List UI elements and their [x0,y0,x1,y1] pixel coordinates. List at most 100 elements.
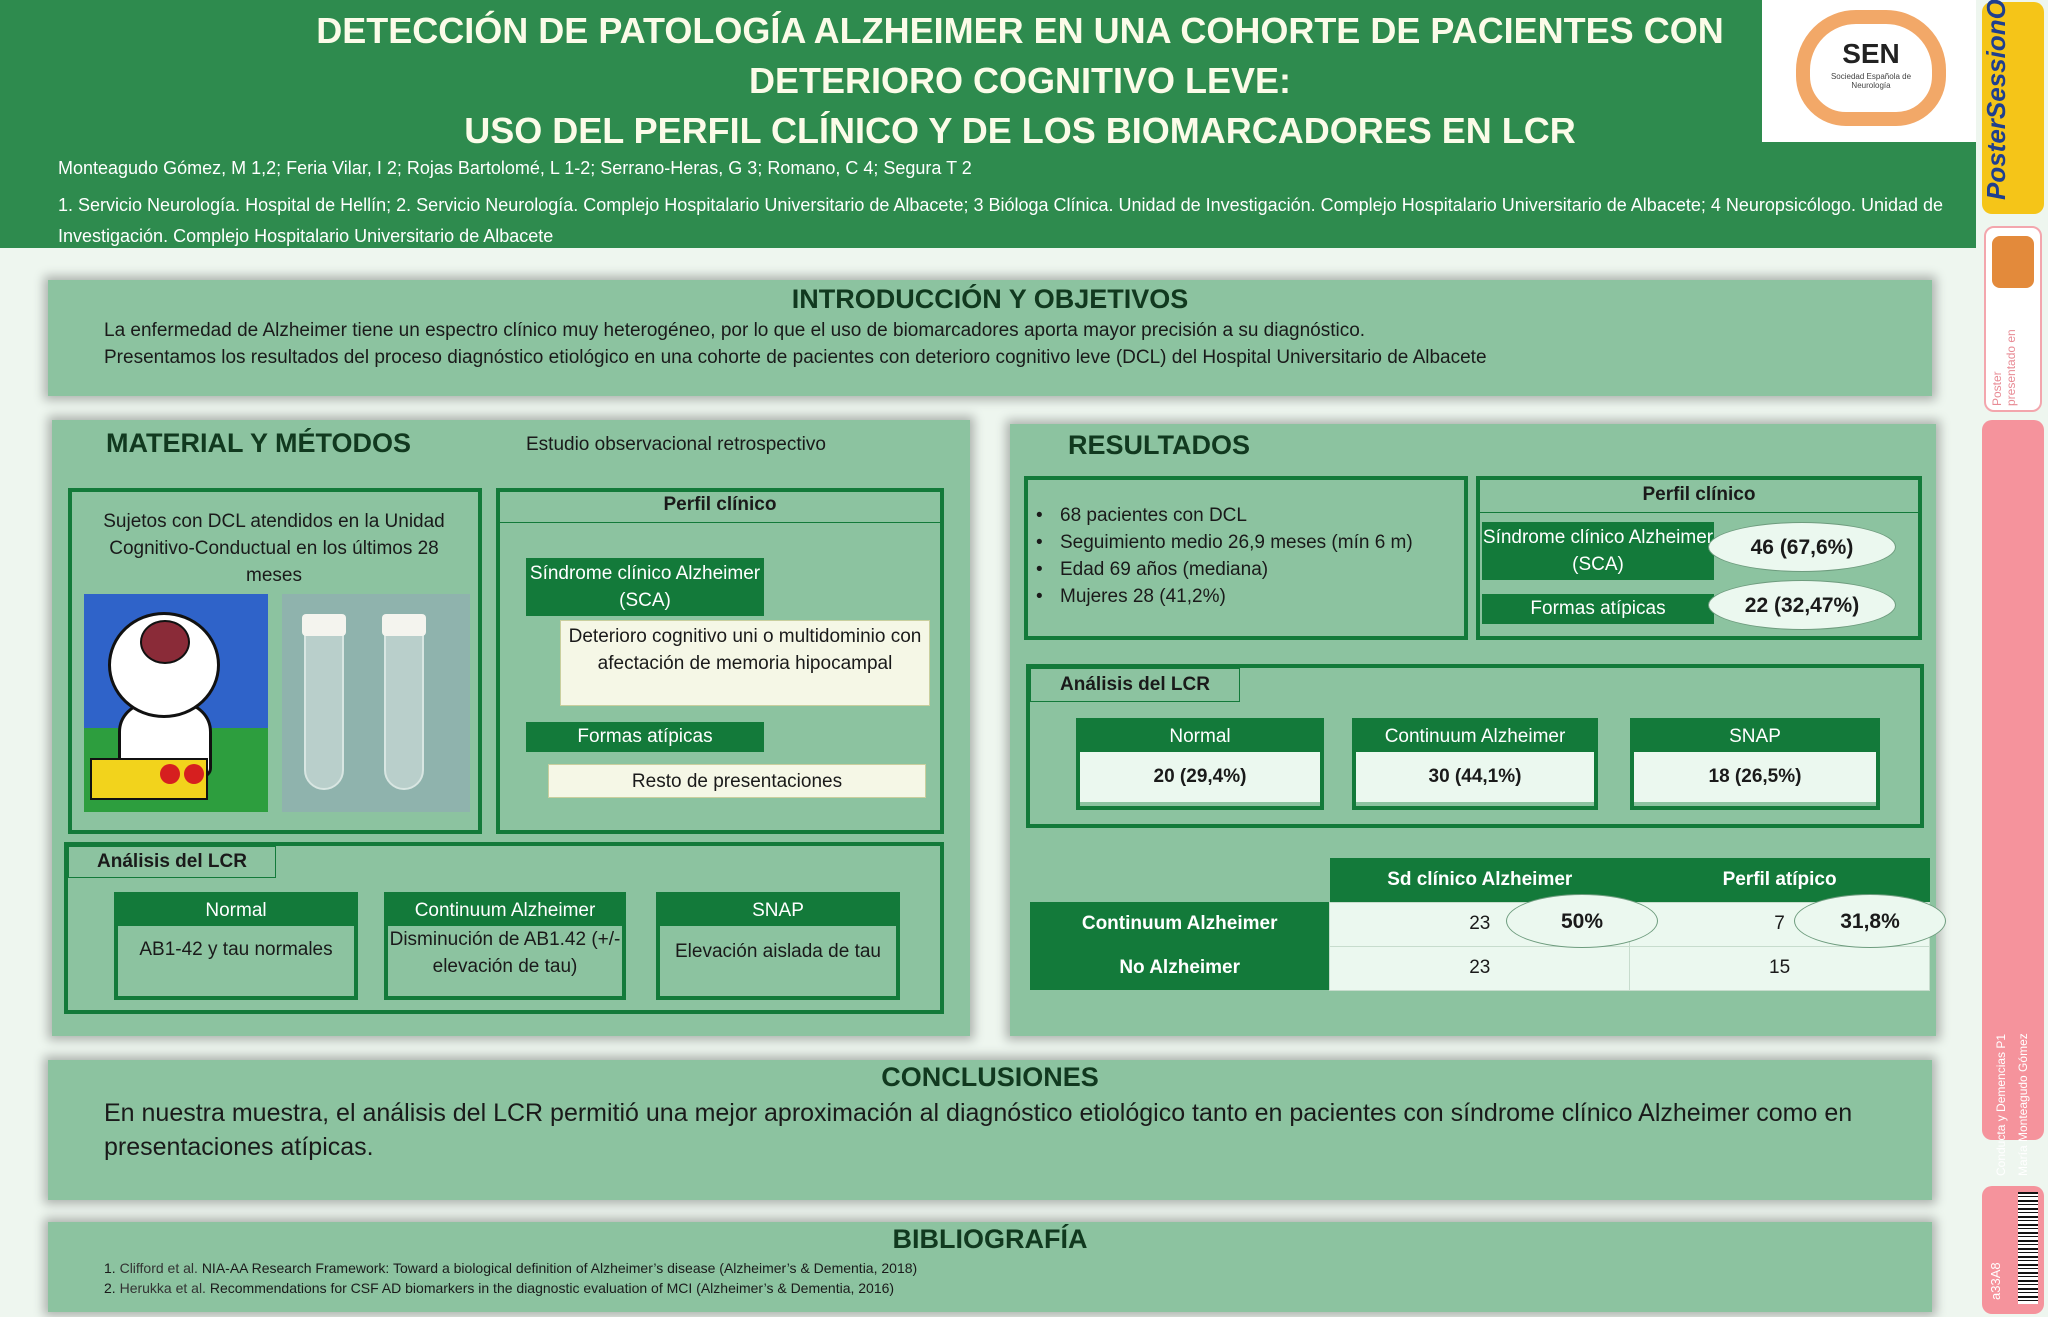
results-perfil-box [1476,476,1922,640]
tube-cap-icon [382,614,426,636]
title-line-3: USO DEL PERFIL CLÍNICO Y DE LOS BIOMARCA… [464,110,1576,151]
lcr-category-desc: Disminución de AB1.42 (+/- elevación de … [389,929,621,977]
list-item: 1. Clifford et al. NIA-AA Research Frame… [104,1258,917,1278]
methods-lcr-title: Análisis del LCR [68,846,276,878]
results-lcr-title: Análisis del LCR [1030,668,1240,702]
test-tube-icon [384,618,424,790]
brand-strip [1982,2,2044,214]
lcr-category-value: 18 (26,5%) [1634,752,1876,802]
results-title: RESULTADOS [1068,430,1250,460]
methods-lcr-continuum: Continuum Alzheimer Disminución de AB1.4… [384,892,626,1000]
title-line-1: DETECCIÓN DE PATOLOGÍA ALZHEIMER EN UNA … [316,10,1724,51]
header-banner [0,0,1976,248]
results-sca-label: Síndrome clínico Alzheimer (SCA) [1482,522,1714,580]
toy-ball-icon [184,764,204,784]
session-author: María Monteagudo Gómez [2016,1033,2030,1176]
presented-in-label: Poster presentado en [1990,329,2018,406]
list-item: Mujeres 28 (41,2%) [1036,583,1466,610]
list-item: 2. Herukka et al. Recommendations for CS… [104,1278,917,1298]
methods-atip-label: Formas atípicas [526,722,764,752]
test-tube-icon [304,618,344,790]
methods-subtitle: Estudio observacional retrospectivo [526,434,826,455]
sen-logo-text: SEN [1842,38,1900,69]
session-strip [1982,420,2044,1140]
lcr-category-value: 30 (44,1%) [1356,752,1594,802]
results-sca-value: 46 (67,6%) [1708,522,1896,572]
table-corner [1030,858,1330,902]
sen-logo-subtitle: Sociedad Española de Neurología [1830,72,1912,90]
intro-title: INTRODUCCIÓN Y OBJETIVOS [791,284,1189,314]
methods-sca-desc: Deterioro cognitivo uni o multidominio c… [560,620,930,706]
bib-author: Clifford et al. [119,1260,198,1276]
results-lcr-normal: Normal 20 (29,4%) [1076,718,1324,810]
lcr-category-label: Normal [1080,722,1320,752]
methods-atip-desc: Resto de presentaciones [548,764,926,798]
methods-sca-label: Síndrome clínico Alzheimer (SCA) [526,558,764,616]
session-info: Conducta y Demencias P1 María Monteagudo… [1990,1000,2036,1176]
list-item: Seguimiento medio 26,9 meses (mín 6 m) [1036,529,1466,556]
results-lcr-snap: SNAP 18 (26,5%) [1630,718,1880,810]
methods-lcr-box [64,842,944,1014]
results-summary-box [1024,476,1468,640]
table-row-header: No Alzheimer [1030,946,1330,990]
bibliography-panel [48,1222,1932,1312]
bib-author: Herukka et al. [119,1280,206,1296]
session-name: Conducta y Demencias P1 [1994,1033,2008,1176]
intro-line-1: La enfermedad de Alzheimer tiene un espe… [104,320,1366,341]
results-summary-list: 68 pacientes con DCL Seguimiento medio 2… [1036,502,1466,610]
percent-oval-atypical: 31,8% [1794,894,1946,948]
list-item: 68 pacientes con DCL [1036,502,1466,529]
brain-lesion-icon [140,620,190,664]
table-row-header: Continuum Alzheimer [1030,902,1330,946]
bibliography-title: BIBLIOGRAFÍA [892,1224,1088,1254]
conclusions-title: CONCLUSIONES [881,1062,1099,1092]
table-cell: 15 [1629,945,1930,991]
bib-number: 1. [104,1260,116,1276]
lcr-category-desc: AB1-42 y tau normales [139,939,333,960]
brain-logo-icon [1796,10,1946,126]
methods-lcr-normal: Normal AB1-42 y tau normales [114,892,358,1000]
table-header-row: Sd clínico Alzheimer Perfil atípico [1030,858,1930,902]
table-col-header: Sd clínico Alzheimer [1329,858,1630,902]
intro-line-2: Presentamos los resultados del proceso d… [104,347,1487,368]
lcr-category-label: Normal [118,896,354,926]
methods-title: MATERIAL Y MÉTODOS [106,428,412,458]
results-atip-label: Formas atípicas [1482,594,1714,624]
lcr-category-label: Continuum Alzheimer [388,896,622,926]
bib-text: NIA-AA Research Framework: Toward a biol… [201,1260,918,1276]
toy-ball-icon [160,764,180,784]
subjects-box [68,488,482,834]
lcr-category-desc: Elevación aislada de tau [675,941,881,962]
table-row: No Alzheimer 23 15 [1030,945,1930,991]
brand-strip-text: PosterSessionOnline [1981,0,2011,200]
affiliations: 1. Servicio Neurología. Hospital de Hell… [58,195,1944,246]
authors: Monteagudo Gómez, M 1,2; Feria Vilar, I … [58,158,972,178]
methods-perfil-title: Perfil clínico [500,494,940,523]
barcode-icon [2018,1192,2038,1304]
society-logo-icon [1992,236,2034,288]
conclusions-text: En nuestra muestra, el análisis del LCR … [104,1099,1853,1161]
intro-panel [48,280,1932,396]
bib-number: 2. [104,1280,116,1296]
lcr-category-label: SNAP [660,896,896,926]
results-perfil-title: Perfil clínico [1480,484,1918,513]
methods-perfil-box [496,488,944,834]
poster-title: DETECCIÓN DE PATOLOGÍA ALZHEIMER EN UNA … [220,6,1820,156]
poster-code: a33A8 [1988,1262,2003,1300]
bibliography-list: 1. Clifford et al. NIA-AA Research Frame… [104,1258,917,1298]
bib-text: Recommendations for CSF AD biomarkers in… [209,1280,895,1296]
percent-oval-sca: 50% [1506,894,1658,948]
tube-cap-icon [302,614,346,636]
table-cell: 23 [1329,945,1631,991]
lcr-category-label: SNAP [1634,722,1876,752]
results-lcr-continuum: Continuum Alzheimer 30 (44,1%) [1352,718,1598,810]
results-lcr-box [1026,664,1924,828]
subjects-text: Sujetos con DCL atendidos en la Unidad C… [103,511,445,586]
methods-lcr-snap: SNAP Elevación aislada de tau [656,892,900,1000]
lcr-category-label: Continuum Alzheimer [1356,722,1594,752]
conclusions-panel [48,1060,1932,1200]
list-item: Edad 69 años (mediana) [1036,556,1466,583]
lcr-category-value: 20 (29,4%) [1080,752,1320,802]
results-atip-value: 22 (32,47%) [1708,580,1896,630]
title-line-2: DETERIORO COGNITIVO LEVE: [748,60,1292,101]
